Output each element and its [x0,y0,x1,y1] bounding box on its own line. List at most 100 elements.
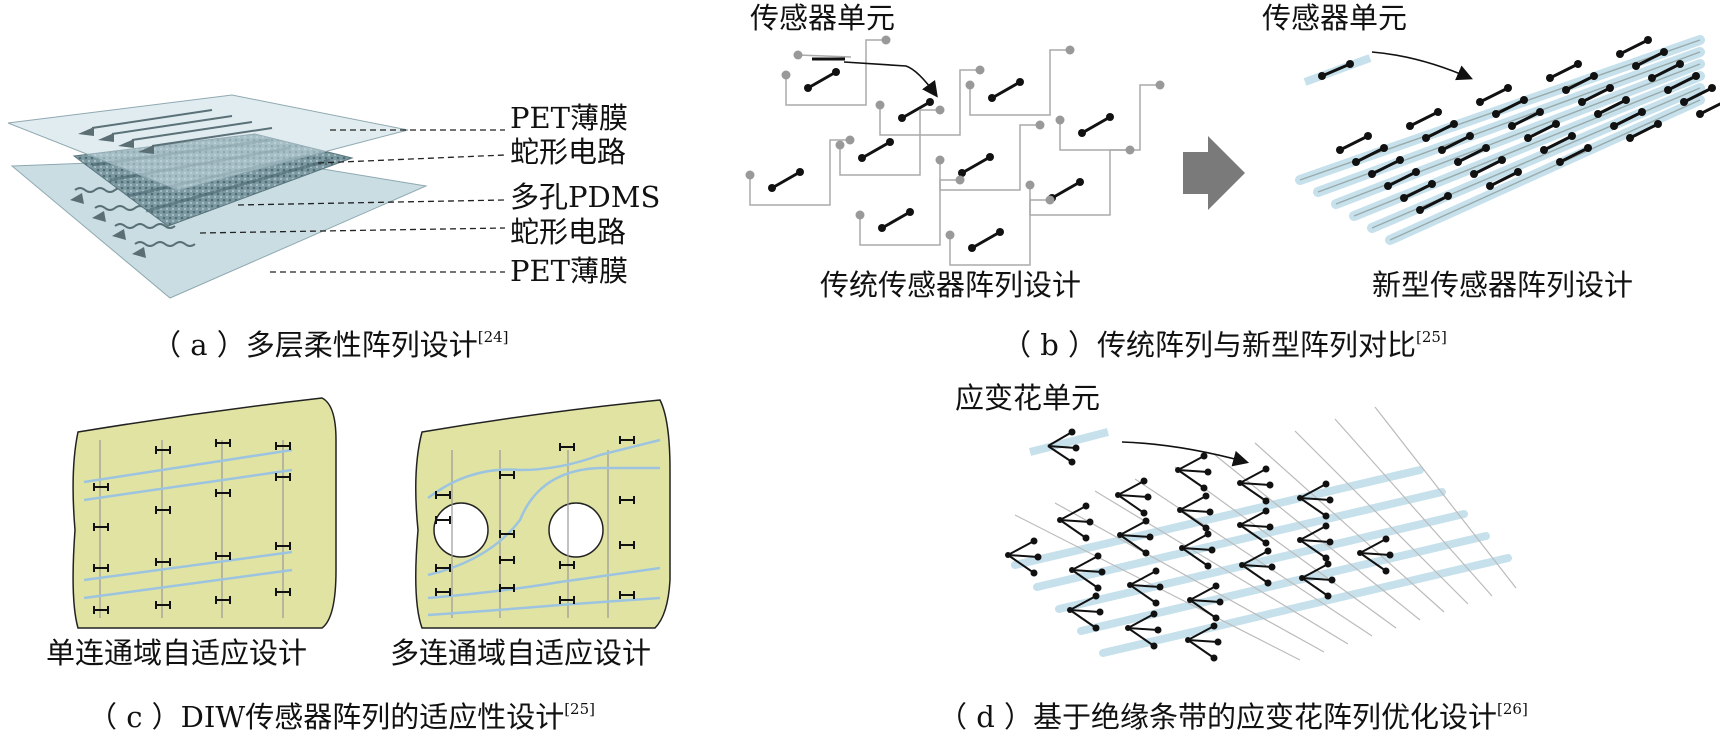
rosette-node [1144,493,1152,501]
rosette-arm [1359,552,1391,556]
lead-wire [1214,454,1421,621]
rosette-node [1150,642,1158,650]
new-sensor-unit [1696,102,1720,118]
strain-rosette [1067,592,1104,632]
sensor-element [1403,182,1433,200]
new-sensor-unit [1336,132,1372,154]
hole-right [548,502,604,558]
sensor-tick [559,561,575,569]
sensor-element [1699,102,1720,116]
rosette-arm [1187,639,1219,643]
new-sensor-unit [1400,180,1436,202]
rosette-center [1297,495,1303,501]
lead-wire [797,54,852,58]
rosette-center [1299,575,1305,581]
rosette-node [1092,592,1100,600]
lead-pad [875,100,885,110]
rosette-center [1067,607,1073,613]
sensor-node [1520,96,1528,104]
rosette-arm [1187,625,1215,641]
sensor-node [1438,146,1446,154]
rosette-node [1210,622,1218,630]
lead-wire [949,199,1050,266]
rosette-center [1357,550,1363,556]
sensor-node [1498,156,1506,164]
label-new-array: 新型传感器阵列设计 [1372,268,1633,302]
sensor-tick [435,564,451,572]
lead-pad [1155,80,1165,90]
new-sensor-unit [1546,60,1582,82]
sensor-element [807,70,837,90]
sensor-tick [93,564,109,572]
rosette-arm [1047,445,1077,449]
sensor-element [1549,62,1579,80]
rosette-arm [1241,550,1269,566]
rosette-arm [1047,445,1073,463]
sensor-node [1568,132,1576,140]
sensor-node [1444,192,1452,200]
sensor-node [1536,108,1544,116]
label-porous-pdms: 多孔PDMS [510,180,660,214]
rosette-arm [1119,520,1147,536]
multi-domain-grid [427,436,661,618]
sensor-node [1578,98,1586,106]
caption-b-text: （ b ）传统阵列与新型阵列对比 [1002,328,1417,362]
new-sensor-unit [1406,108,1442,130]
strain-rosette [1179,530,1216,570]
sensor-node [1486,182,1494,190]
sensor-node [1708,84,1716,92]
sensor-tick [275,442,291,450]
rosette-node [1140,477,1148,485]
sensor-node [1450,120,1458,128]
rosette-node [1212,582,1220,590]
rosette-node [1082,502,1090,510]
rosette-arm [1127,627,1155,647]
rosette-node [1386,551,1394,559]
label-single-domain: 单连通域自适应设计 [46,636,307,670]
sensor-element [1419,194,1449,212]
lead-wire [749,139,850,206]
panel-a-illustration [7,94,506,299]
rosette-center [1057,517,1063,523]
new-sensor-unit [1594,96,1630,118]
lead-pad [975,65,985,75]
lead-pad [935,155,945,165]
blue-trace [83,568,293,600]
sensor-node [1368,170,1376,178]
rosette-center [1125,625,1131,631]
label-sensor-unit-right: 传感器单元 [1262,1,1407,35]
sensor-tick [619,541,635,549]
sensor-element [1051,180,1081,200]
rosette-node [1328,576,1336,584]
unit-pointer-arrow-right [1371,51,1473,81]
rosette-arm [1071,569,1099,589]
lead-pad [965,80,975,90]
rosette-node [1202,492,1210,500]
panel-c-single-domain [72,397,337,629]
rosette-arm [1119,534,1151,538]
rosette-node [1200,484,1208,492]
sensor-element [1565,74,1595,92]
rosette-arm [1299,539,1331,543]
rosette-node [1262,465,1270,473]
rosette-node [1072,444,1080,452]
new-sensor-unit [1476,84,1512,106]
strain-rosette [1005,537,1042,577]
rosette-center [1177,507,1183,513]
lead-wire [969,49,1070,116]
sensor-node [1594,110,1602,118]
new-sensor-unit [1616,36,1652,58]
rosette-arm [1059,519,1087,539]
new-sensor-unit [1470,156,1506,178]
rosette-arm [1299,497,1327,517]
sensor-tick [155,446,171,454]
rosette-node [1200,452,1208,460]
sensor-node [1336,146,1344,154]
rosette-arm [1239,468,1267,484]
lead-wire [1059,84,1160,151]
sensor-node [768,184,776,192]
sensor-tick [619,496,635,504]
sensor-tick [275,542,291,550]
traditional-sensor-unit [1055,80,1165,151]
lead-pad [781,70,791,80]
